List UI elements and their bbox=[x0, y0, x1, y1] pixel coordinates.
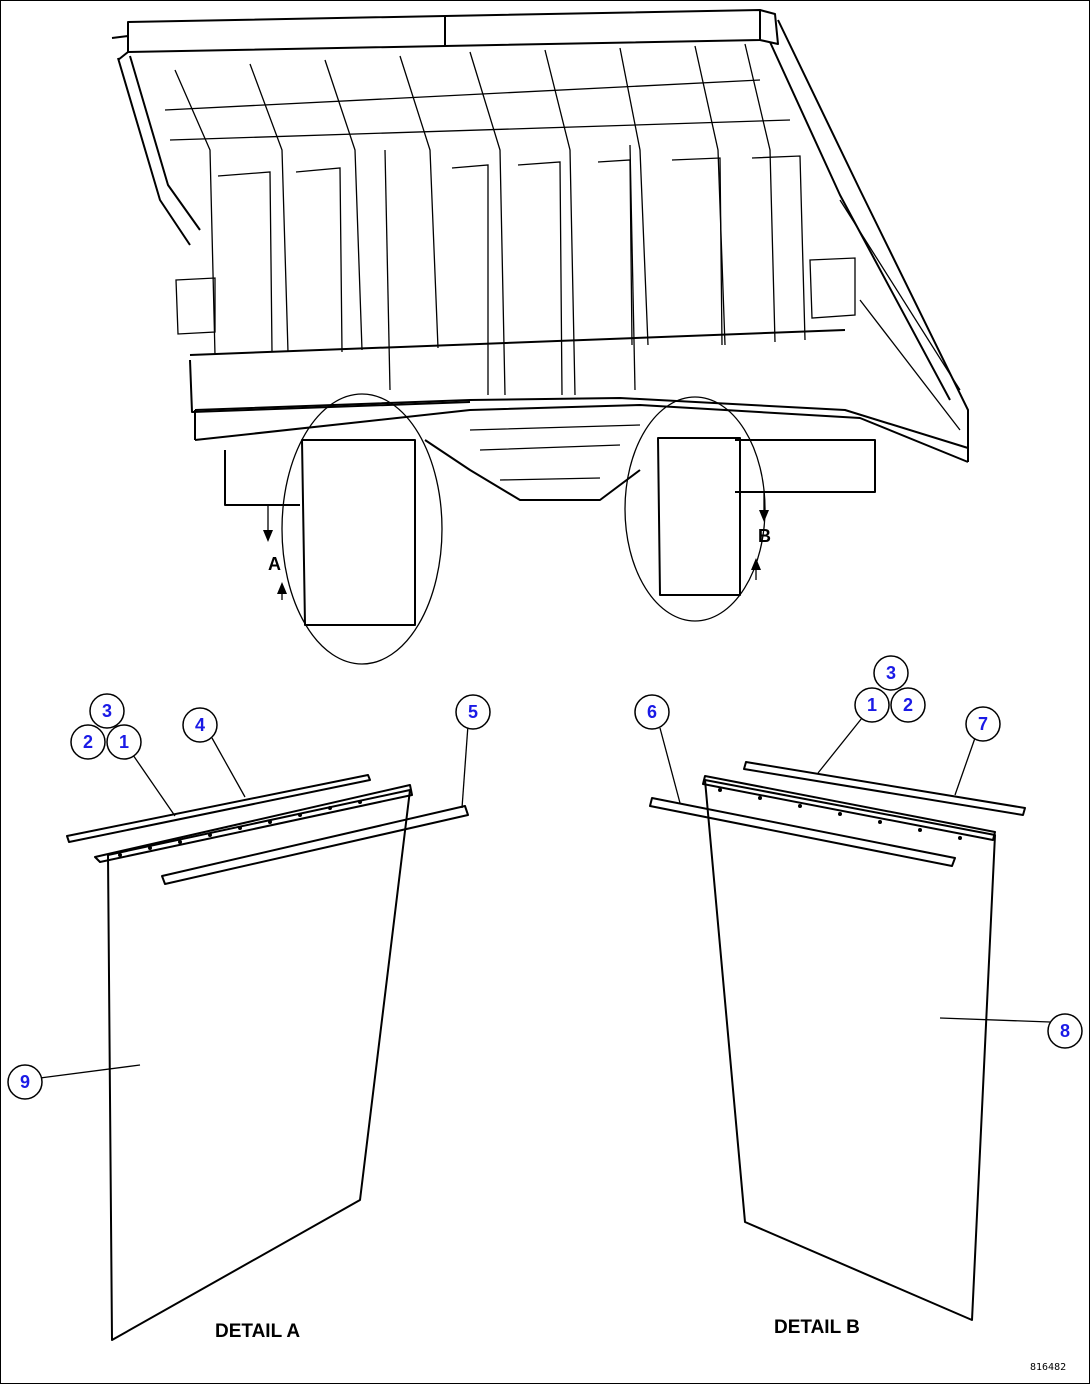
detail-a-circle bbox=[281, 393, 443, 665]
detail-b bbox=[649, 761, 1026, 1321]
rail-part-4 bbox=[66, 774, 371, 843]
drawing-id: 816482 bbox=[1030, 1362, 1066, 1373]
detail-a-label: DETAIL A bbox=[215, 1321, 300, 1342]
mud-flap-part-8 bbox=[704, 779, 996, 1321]
svg-text:2: 2 bbox=[903, 695, 913, 715]
bar-part-6 bbox=[649, 797, 956, 867]
callout-1-left: 1 bbox=[106, 724, 142, 760]
rail-part-7 bbox=[743, 761, 1026, 816]
svg-text:4: 4 bbox=[195, 715, 205, 735]
mud-flap-part-9 bbox=[107, 789, 411, 1341]
callout-2-right: 2 bbox=[890, 687, 926, 723]
callout-9: 9 bbox=[7, 1064, 43, 1100]
svg-text:1: 1 bbox=[867, 695, 877, 715]
mud-flap-left-main bbox=[301, 439, 416, 626]
svg-text:3: 3 bbox=[102, 701, 112, 721]
view-arrow-a: A bbox=[263, 505, 287, 600]
mud-flap-right-main bbox=[657, 437, 741, 596]
callout-4: 4 bbox=[182, 707, 218, 743]
svg-text:5: 5 bbox=[468, 702, 478, 722]
callout-1-right: 1 bbox=[854, 687, 890, 723]
view-letter-b: B bbox=[758, 526, 771, 546]
view-letter-a: A bbox=[268, 554, 281, 574]
svg-text:3: 3 bbox=[886, 663, 896, 683]
callout-3-left: 3 bbox=[89, 693, 125, 729]
svg-text:2: 2 bbox=[83, 732, 93, 752]
svg-text:1: 1 bbox=[119, 732, 129, 752]
svg-text:6: 6 bbox=[647, 702, 657, 722]
svg-text:9: 9 bbox=[20, 1072, 30, 1092]
detail-b-circle bbox=[624, 396, 766, 622]
callout-8: 8 bbox=[1047, 1013, 1083, 1049]
callout-2-left: 2 bbox=[70, 724, 106, 760]
leader-lines bbox=[39, 717, 1051, 1079]
view-arrow-b: B bbox=[751, 492, 771, 580]
svg-text:7: 7 bbox=[978, 714, 988, 734]
callout-3-right: 3 bbox=[873, 655, 909, 691]
bar-part-5 bbox=[161, 805, 469, 885]
detail-a bbox=[66, 774, 469, 1341]
callout-5: 5 bbox=[455, 694, 491, 730]
detail-b-label: DETAIL B bbox=[774, 1317, 860, 1338]
callout-7: 7 bbox=[965, 706, 1001, 742]
dump-body bbox=[111, 9, 969, 665]
svg-text:8: 8 bbox=[1060, 1021, 1070, 1041]
callout-6: 6 bbox=[634, 694, 670, 730]
